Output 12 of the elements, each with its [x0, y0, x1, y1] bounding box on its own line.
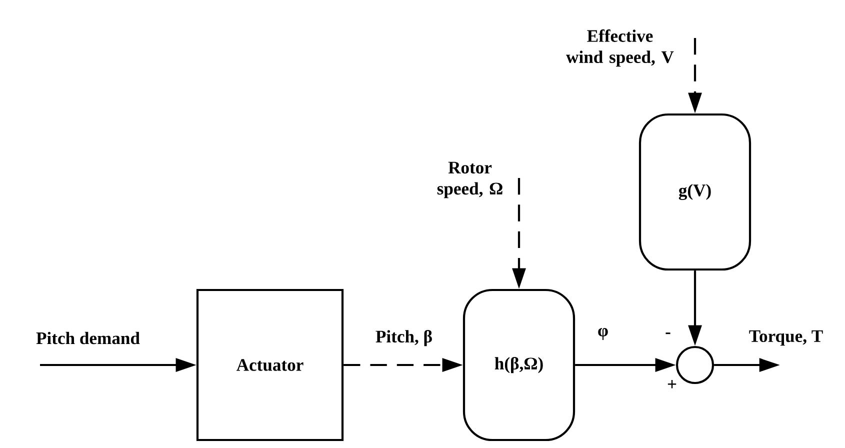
edge-label: Torque, T	[749, 330, 823, 346]
edge-label: Pitch demand	[36, 332, 140, 344]
edge-label: Pitch, β	[376, 330, 432, 346]
function-block: h(β,Ω)	[462, 288, 576, 442]
process-box: Actuator	[196, 288, 344, 442]
sign-label: +	[668, 380, 676, 388]
summing-junction	[676, 346, 714, 384]
edge-label: Effective wind speed, V	[566, 29, 674, 67]
function-block: g(V)	[638, 113, 752, 271]
edge-label: φ	[598, 328, 608, 340]
edge-label: Rotor speed, Ω	[437, 162, 502, 198]
sign-label: -	[666, 332, 670, 334]
